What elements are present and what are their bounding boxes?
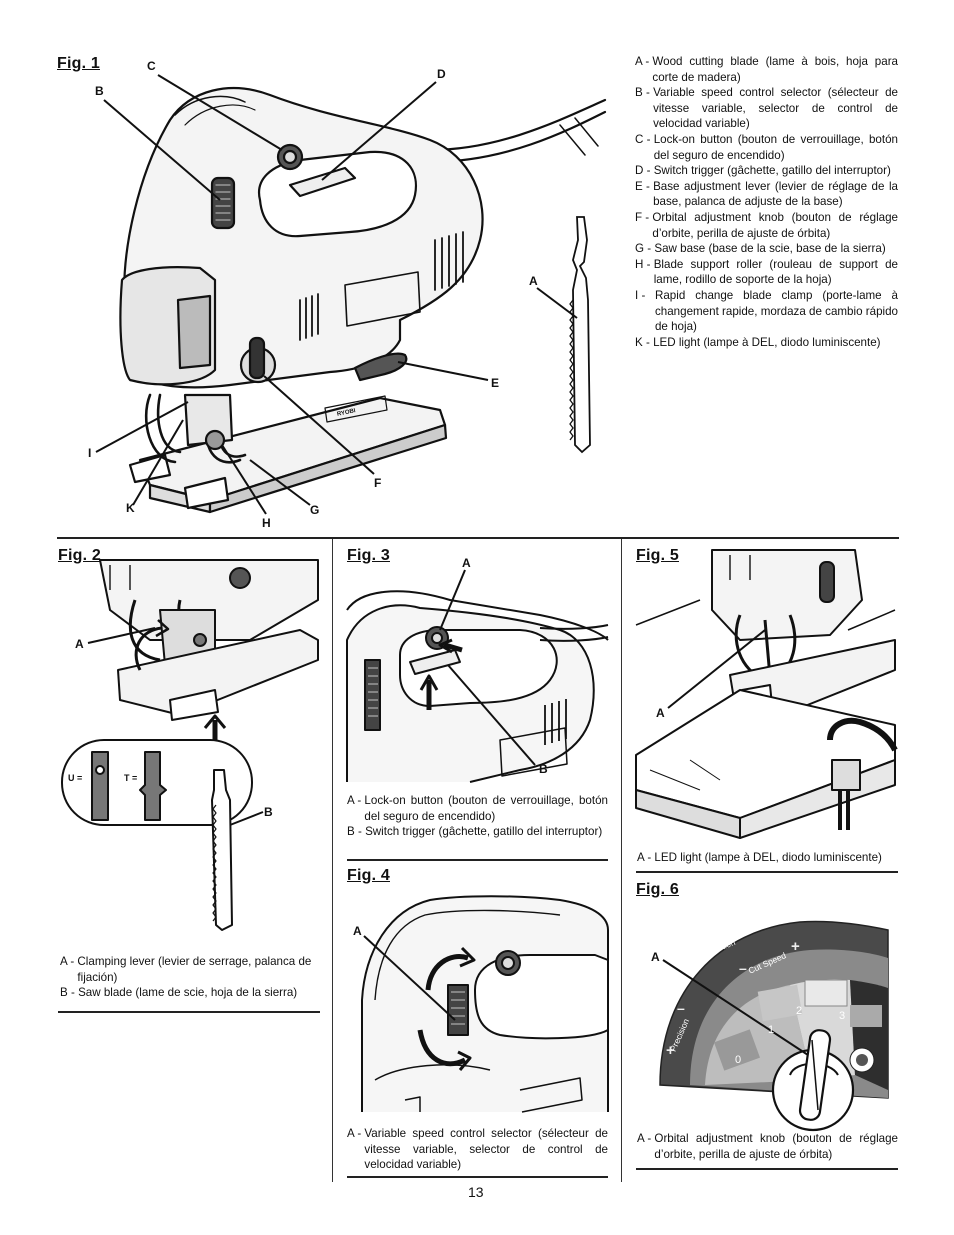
legend-item: A - Variable speed control selector (sél… xyxy=(347,1127,608,1172)
fig5-callout-a: A xyxy=(656,706,665,720)
fig2-bottom-rule xyxy=(58,1011,320,1013)
legend-item: C - Lock-on button (bouton de verrouilla… xyxy=(635,132,898,162)
fig1-callout-e: E xyxy=(491,376,500,390)
fig2-callout-b: B xyxy=(264,805,273,819)
legend-item: G - Saw base (base de la scie, base de l… xyxy=(635,242,886,256)
fig6-callout-a: A xyxy=(651,950,660,964)
fig1-callout-d: D xyxy=(437,67,446,81)
fig6-title: Fig. 6 xyxy=(636,881,679,898)
fig4-callout-a: A xyxy=(353,924,362,938)
fig6-plus-left: + xyxy=(666,1042,675,1059)
fig2-t-label: T = xyxy=(124,773,138,783)
fig1-title: Fig. 1 xyxy=(57,55,100,72)
fig1-callout-k: K xyxy=(126,501,135,515)
fig4-title: Fig. 4 xyxy=(347,867,390,884)
legend-item: B - Switch trigger (gâchette, gatillo de… xyxy=(347,825,603,839)
fig1-callout-g: G xyxy=(310,503,320,517)
fig3-callout-b: B xyxy=(539,762,548,776)
fig1-callout-c: C xyxy=(147,59,156,73)
fig1-callout-b: B xyxy=(95,84,104,98)
fig6-dial-2: 2 xyxy=(796,1005,803,1017)
legend-item: A - Orbital adjustment knob (bouton de r… xyxy=(637,1132,898,1161)
legend-item: A - Lock-on button (bouton de verrouilla… xyxy=(347,794,608,823)
legend-item: F - Orbital adjustment knob (bouton de r… xyxy=(635,210,898,240)
fig3-callout-a: A xyxy=(462,556,471,570)
fig4-bottom-rule xyxy=(347,1176,608,1178)
fig6-dial-0: 0 xyxy=(735,1054,742,1066)
legend-item: B - Saw blade (lame de scie, hoja de la … xyxy=(60,986,298,1000)
fig2-u-label: U = xyxy=(68,773,83,783)
legend-item: A - Clamping lever (levier de serrage, p… xyxy=(60,955,312,984)
fig6-dial-3: 3 xyxy=(839,1010,846,1022)
fig3-legend: A - Lock-on button (bouton de verrouilla… xyxy=(347,793,608,840)
legend-item: B - Variable speed control selector (sél… xyxy=(635,86,898,131)
fig4-legend: A - Variable speed control selector (sél… xyxy=(347,1126,608,1173)
page-number: 13 xyxy=(468,1184,484,1200)
fig1-legend: A - Wood cutting blade (lame à bois, hoj… xyxy=(635,54,898,350)
column-divider-1 xyxy=(332,539,333,1182)
legend-item: I - Rapid change blade clamp (porte-lame… xyxy=(635,288,898,334)
fig5-bottom-rule xyxy=(636,871,898,873)
column-divider-2 xyxy=(621,539,622,1182)
fig1-callout-f: F xyxy=(374,476,382,490)
fig6-minus-top: – xyxy=(739,960,747,976)
fig6-dial-1: 1 xyxy=(768,1024,775,1036)
fig2-title: Fig. 2 xyxy=(58,547,101,564)
fig1-callout-i: I xyxy=(88,446,92,460)
fig5-title: Fig. 5 xyxy=(636,547,679,564)
legend-item: A - LED light (lampe à DEL, diodo lumini… xyxy=(637,851,882,864)
legend-item: A - Wood cutting blade (lame à bois, hoj… xyxy=(635,55,898,84)
fig3-title: Fig. 3 xyxy=(347,547,390,564)
legend-item: D - Switch trigger (gâchette, gatillo de… xyxy=(635,164,891,178)
fig6-plus-top: + xyxy=(791,938,800,955)
fig1-callout-a: A xyxy=(529,274,538,288)
fig6-legend: A - Orbital adjustment knob (bouton de r… xyxy=(637,1131,898,1162)
fig1-callout-h: H xyxy=(262,516,271,530)
fig5-legend: A - LED light (lampe à DEL, diodo lumini… xyxy=(637,850,898,866)
fig6-minus-left: – xyxy=(677,1000,685,1016)
fig6-bottom-rule xyxy=(636,1168,898,1170)
top-divider xyxy=(57,537,899,539)
fig2-legend: A - Clamping lever (levier de serrage, p… xyxy=(60,954,321,1001)
fig3-bottom-rule xyxy=(347,859,608,861)
legend-item: H - Blade support roller (rouleau de sup… xyxy=(635,257,898,287)
legend-item: E - Base adjustment lever (levier de rég… xyxy=(635,179,898,209)
legend-item: K - LED light (lampe à DEL, diodo lumini… xyxy=(635,335,881,349)
fig2-callout-a: A xyxy=(75,637,84,651)
